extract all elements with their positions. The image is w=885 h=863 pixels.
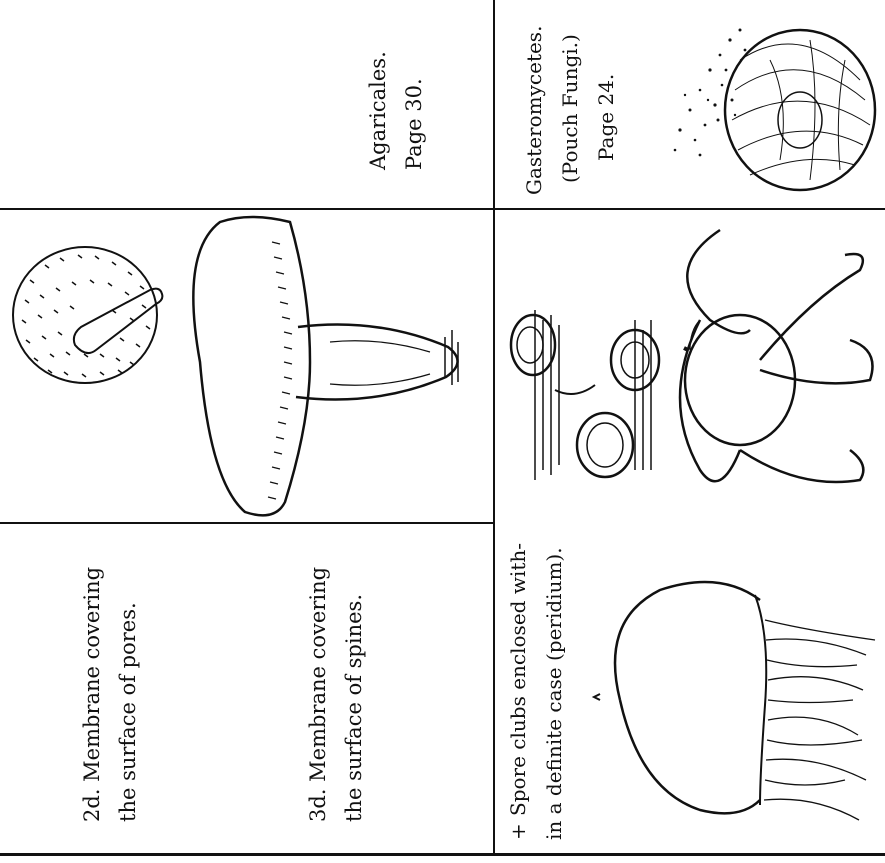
- spined-mushroom-illustration: [180, 212, 490, 522]
- gasteromycetes-title: Gasteromycetes.: [516, 26, 552, 195]
- peridium-line-2: in a definite case (peridium).: [536, 543, 572, 840]
- porous-cap-mushroom-illustration: [0, 220, 200, 420]
- top-cell-divider-right: [495, 208, 885, 210]
- dagger-marker: +: [500, 816, 536, 840]
- agaricales-page-ref: Page 30.: [396, 51, 432, 170]
- gasteromycetes-label: Gasteromycetes. (Pouch Fungi.) Page 24.: [516, 26, 624, 195]
- earthstar-illustration: [660, 220, 880, 520]
- upper-left-divider: [0, 522, 493, 524]
- pores-line-1: 2d. Membrane covering: [74, 567, 110, 822]
- pores-line-2: the surface of pores.: [110, 567, 146, 822]
- bird-nest-fungi-illustration: [495, 300, 675, 490]
- bottom-rule: [0, 853, 885, 856]
- spines-line-2: the surface of spines.: [336, 567, 372, 822]
- puffball-releasing-spores-illustration: [660, 0, 880, 205]
- peridium-description: +Spore clubs enclosed with- in a definit…: [500, 543, 572, 840]
- spines-line-1: 3d. Membrane covering: [300, 567, 336, 822]
- peridium-fungus-illustration: [580, 560, 880, 850]
- agaricales-title: Agaricales.: [360, 51, 396, 170]
- gasteromycetes-subtitle: (Pouch Fungi.): [552, 26, 588, 195]
- agaricales-label: Agaricales. Page 30.: [360, 51, 432, 170]
- spines-description: 3d. Membrane covering the surface of spi…: [300, 567, 372, 822]
- top-cell-divider-left: [0, 208, 493, 210]
- peridium-line-1: +Spore clubs enclosed with-: [500, 543, 536, 840]
- gasteromycetes-page-ref: Page 24.: [588, 26, 624, 195]
- pores-description: 2d. Membrane covering the surface of por…: [74, 567, 146, 822]
